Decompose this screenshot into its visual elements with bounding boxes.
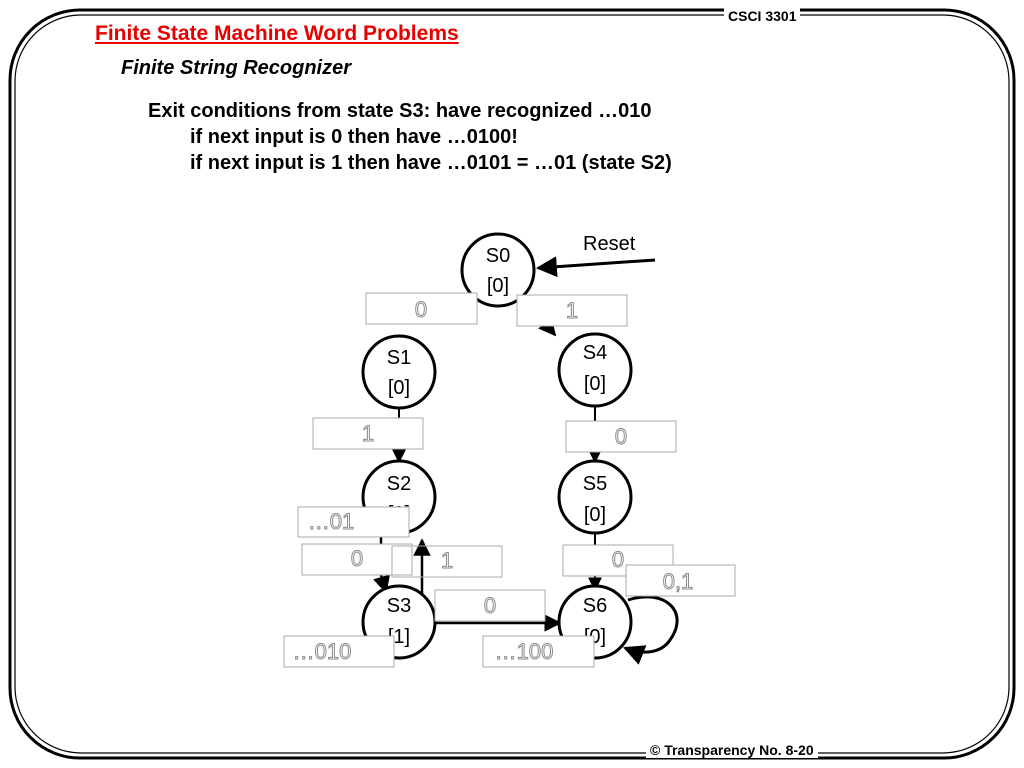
state-s6-name: S6 bbox=[583, 595, 607, 617]
label-s0-s4: 1 bbox=[516, 294, 628, 327]
svg-text:0: 0 bbox=[415, 297, 427, 322]
state-s1: S1 [0] bbox=[361, 334, 437, 410]
svg-text:…010: …010 bbox=[293, 639, 352, 664]
state-s0: S0 [0] bbox=[460, 232, 536, 308]
state-s1-output: [0] bbox=[388, 377, 410, 399]
state-s3-name: S3 bbox=[387, 595, 411, 617]
svg-text:0: 0 bbox=[612, 547, 624, 572]
slide-title: Finite State Machine Word Problems bbox=[95, 22, 459, 45]
label-s2-s3: 0 bbox=[301, 543, 413, 576]
label-s1-s2: 1 bbox=[312, 417, 424, 450]
label-s4-s5: 0 bbox=[565, 420, 677, 453]
svg-text:0: 0 bbox=[484, 593, 496, 618]
body-line-1: Exit conditions from state S3: have reco… bbox=[148, 100, 652, 122]
body-line-3: if next input is 1 then have …0101 = …01… bbox=[190, 152, 672, 174]
state-s0-output: [0] bbox=[487, 275, 509, 297]
state-s1-name: S1 bbox=[387, 347, 411, 369]
edge-s6-self bbox=[623, 595, 679, 665]
reset-label: Reset bbox=[583, 233, 636, 255]
footer-transparency: © Transparency No. 8-20 bbox=[646, 742, 818, 758]
slide-subtitle: Finite String Recognizer bbox=[121, 57, 352, 79]
label-s3-s6: 0 bbox=[434, 589, 546, 622]
label-s3-s2: 1 bbox=[391, 545, 503, 578]
state-s5: S5 [0] bbox=[557, 459, 633, 535]
annotation-s3-history: …010 bbox=[283, 635, 395, 668]
svg-text:0,1: 0,1 bbox=[663, 569, 694, 594]
label-s0-s1: 0 bbox=[365, 292, 478, 325]
svg-text:1: 1 bbox=[362, 421, 374, 446]
svg-text:…01: …01 bbox=[308, 509, 354, 534]
state-s5-output: [0] bbox=[584, 504, 606, 526]
svg-text:1: 1 bbox=[441, 548, 453, 573]
svg-text:0: 0 bbox=[351, 546, 363, 571]
state-s2-name: S2 bbox=[387, 473, 411, 495]
course-label: CSCI 3301 bbox=[724, 8, 801, 24]
body-line-2: if next input is 0 then have …0100! bbox=[190, 126, 518, 148]
svg-text:0: 0 bbox=[615, 424, 627, 449]
state-s0-name: S0 bbox=[486, 245, 510, 267]
state-s4-output: [0] bbox=[584, 373, 606, 395]
annotation-s6-history: …100 bbox=[482, 635, 595, 668]
state-s4: S4 [0] bbox=[557, 332, 633, 408]
annotation-s2-history: …01 bbox=[297, 506, 410, 538]
svg-text:…100: …100 bbox=[495, 639, 554, 664]
reset-arrow bbox=[535, 256, 656, 278]
state-s4-name: S4 bbox=[583, 342, 607, 364]
label-s6-self: 0,1 bbox=[625, 564, 736, 597]
svg-text:1: 1 bbox=[566, 298, 578, 323]
state-s5-name: S5 bbox=[583, 473, 607, 495]
